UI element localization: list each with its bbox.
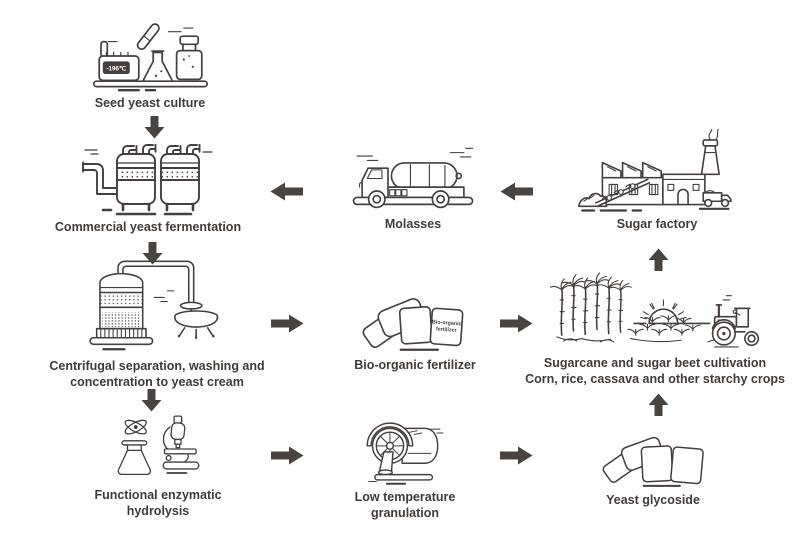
- granulator-icon: [358, 412, 453, 486]
- node-commercial-yeast-fermentation: Commercial yeast fermentation: [38, 142, 258, 235]
- arrow-cultivation-to-factory-icon: [648, 248, 669, 271]
- node-label: Bio-organic fertilizer: [354, 358, 476, 372]
- node-bio-organic-fertilizer: Bio-organic fertilizer Bio-organic ferti…: [335, 281, 495, 373]
- node-label: Molasses: [384, 217, 442, 231]
- arrow-glycoside-to-cultivation-icon: [648, 393, 669, 416]
- node-low-temperature-granulation: Low temperature granulation: [325, 412, 485, 522]
- separator-tank-icon: [75, 256, 240, 355]
- arrow-fermentation-to-centrifugal-icon: [142, 242, 163, 265]
- arrow-centrifugal-to-fertilizer-icon: [271, 314, 304, 333]
- farm-field-icon: [550, 266, 760, 352]
- flask-microscope-icon: [108, 410, 208, 484]
- node-label: Centrifugal separation, washing and conc…: [49, 359, 265, 390]
- node-label: Seed yeast culture: [94, 96, 206, 110]
- arrow-factory-to-molasses-icon: [500, 182, 533, 201]
- arrow-centrifugal-to-hydrolysis-icon: [141, 389, 162, 412]
- bag-label-line1: Bio-organic: [431, 319, 461, 327]
- node-label: Yeast glycoside: [606, 493, 700, 507]
- node-label: Sugarcane and sugar beet cultivation Cor…: [525, 356, 785, 387]
- node-centrifugal-separation: Centrifugal separation, washing and conc…: [47, 256, 267, 391]
- node-label: Sugar factory: [616, 217, 698, 231]
- node-label: Functional enzymatic hydrolysis: [94, 488, 222, 519]
- product-bags-icon: [596, 424, 711, 489]
- lab-glassware-icon: -196℃: [83, 16, 218, 92]
- fertilizer-bags-icon: Bio-organic fertilizer: [358, 281, 473, 354]
- node-yeast-glycoside: Yeast glycoside: [573, 424, 733, 508]
- arrow-seed-to-fermentation-icon: [144, 116, 165, 139]
- bag-label-line2: fertilizer: [435, 326, 456, 333]
- arrow-molasses-to-fermentation-icon: [270, 182, 303, 201]
- arrow-hydrolysis-to-granulation-icon: [271, 446, 304, 465]
- factory-icon: [577, 127, 737, 213]
- fermentation-tanks-icon: [81, 142, 216, 216]
- arrow-fertilizer-to-cultivation-icon: [500, 314, 533, 333]
- node-functional-enzymatic-hydrolysis: Functional enzymatic hydrolysis: [68, 410, 248, 520]
- node-seed-yeast-culture: -196℃ Seed yeast culture: [70, 16, 230, 111]
- arrow-granulation-to-glycoside-icon: [500, 446, 533, 465]
- freezer-temp-label: -196℃: [106, 65, 126, 72]
- node-cultivation: Sugarcane and sugar beet cultivation Cor…: [525, 266, 785, 388]
- node-label: Commercial yeast fermentation: [54, 220, 242, 234]
- node-molasses: Molasses: [333, 142, 493, 232]
- node-label: Low temperature granulation: [354, 490, 456, 521]
- tanker-truck-icon: [348, 142, 478, 213]
- node-sugar-factory: Sugar factory: [577, 127, 737, 232]
